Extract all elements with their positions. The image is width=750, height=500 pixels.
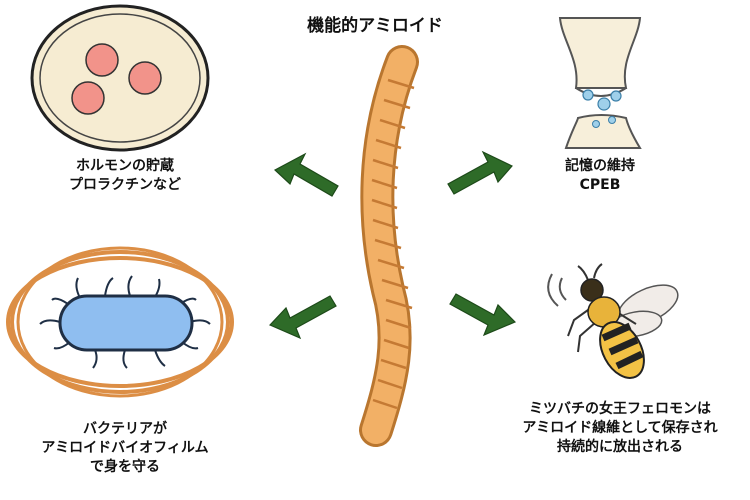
label-biofilm-line-3: で身を守る [90, 459, 160, 475]
label-hormone: ホルモンの貯蔵 プロラクチンなど [40, 157, 210, 195]
bacterium-biofilm-icon [6, 246, 234, 398]
label-memory-line-2: CPEB [579, 177, 621, 193]
label-hormone-line-2: プロラクチンなど [69, 177, 181, 193]
label-memory-line-1: 記憶の維持 [565, 158, 635, 174]
arrow-up-left [273, 152, 339, 197]
label-biofilm-line-1: バクテリアが [83, 421, 167, 437]
hormone-granule-icon [30, 4, 210, 152]
diagram-title: 機能的アミロイド [307, 16, 443, 36]
label-biofilm: バクテリアが アミロイドバイオフィルム で身を守る [10, 420, 240, 477]
label-memory: 記憶の維持 CPEB [535, 157, 665, 195]
label-bee: ミツバチの女王フェロモンは アミロイド線維として保存され 持続的に放出される [500, 400, 740, 457]
amyloid-fiber [359, 45, 419, 447]
label-biofilm-line-2: アミロイドバイオフィルム [41, 440, 209, 456]
label-hormone-line-1: ホルモンの貯蔵 [76, 158, 174, 174]
honeybee-icon [547, 263, 679, 379]
label-bee-line-3: 持続的に放出される [557, 439, 683, 455]
label-bee-line-2: アミロイド線維として保存され [522, 420, 718, 436]
arrow-up-right [447, 150, 513, 195]
arrow-down-left [268, 295, 337, 340]
label-bee-line-1: ミツバチの女王フェロモンは [529, 401, 711, 417]
arrow-down-right [449, 293, 517, 337]
synapse-icon [558, 17, 642, 149]
